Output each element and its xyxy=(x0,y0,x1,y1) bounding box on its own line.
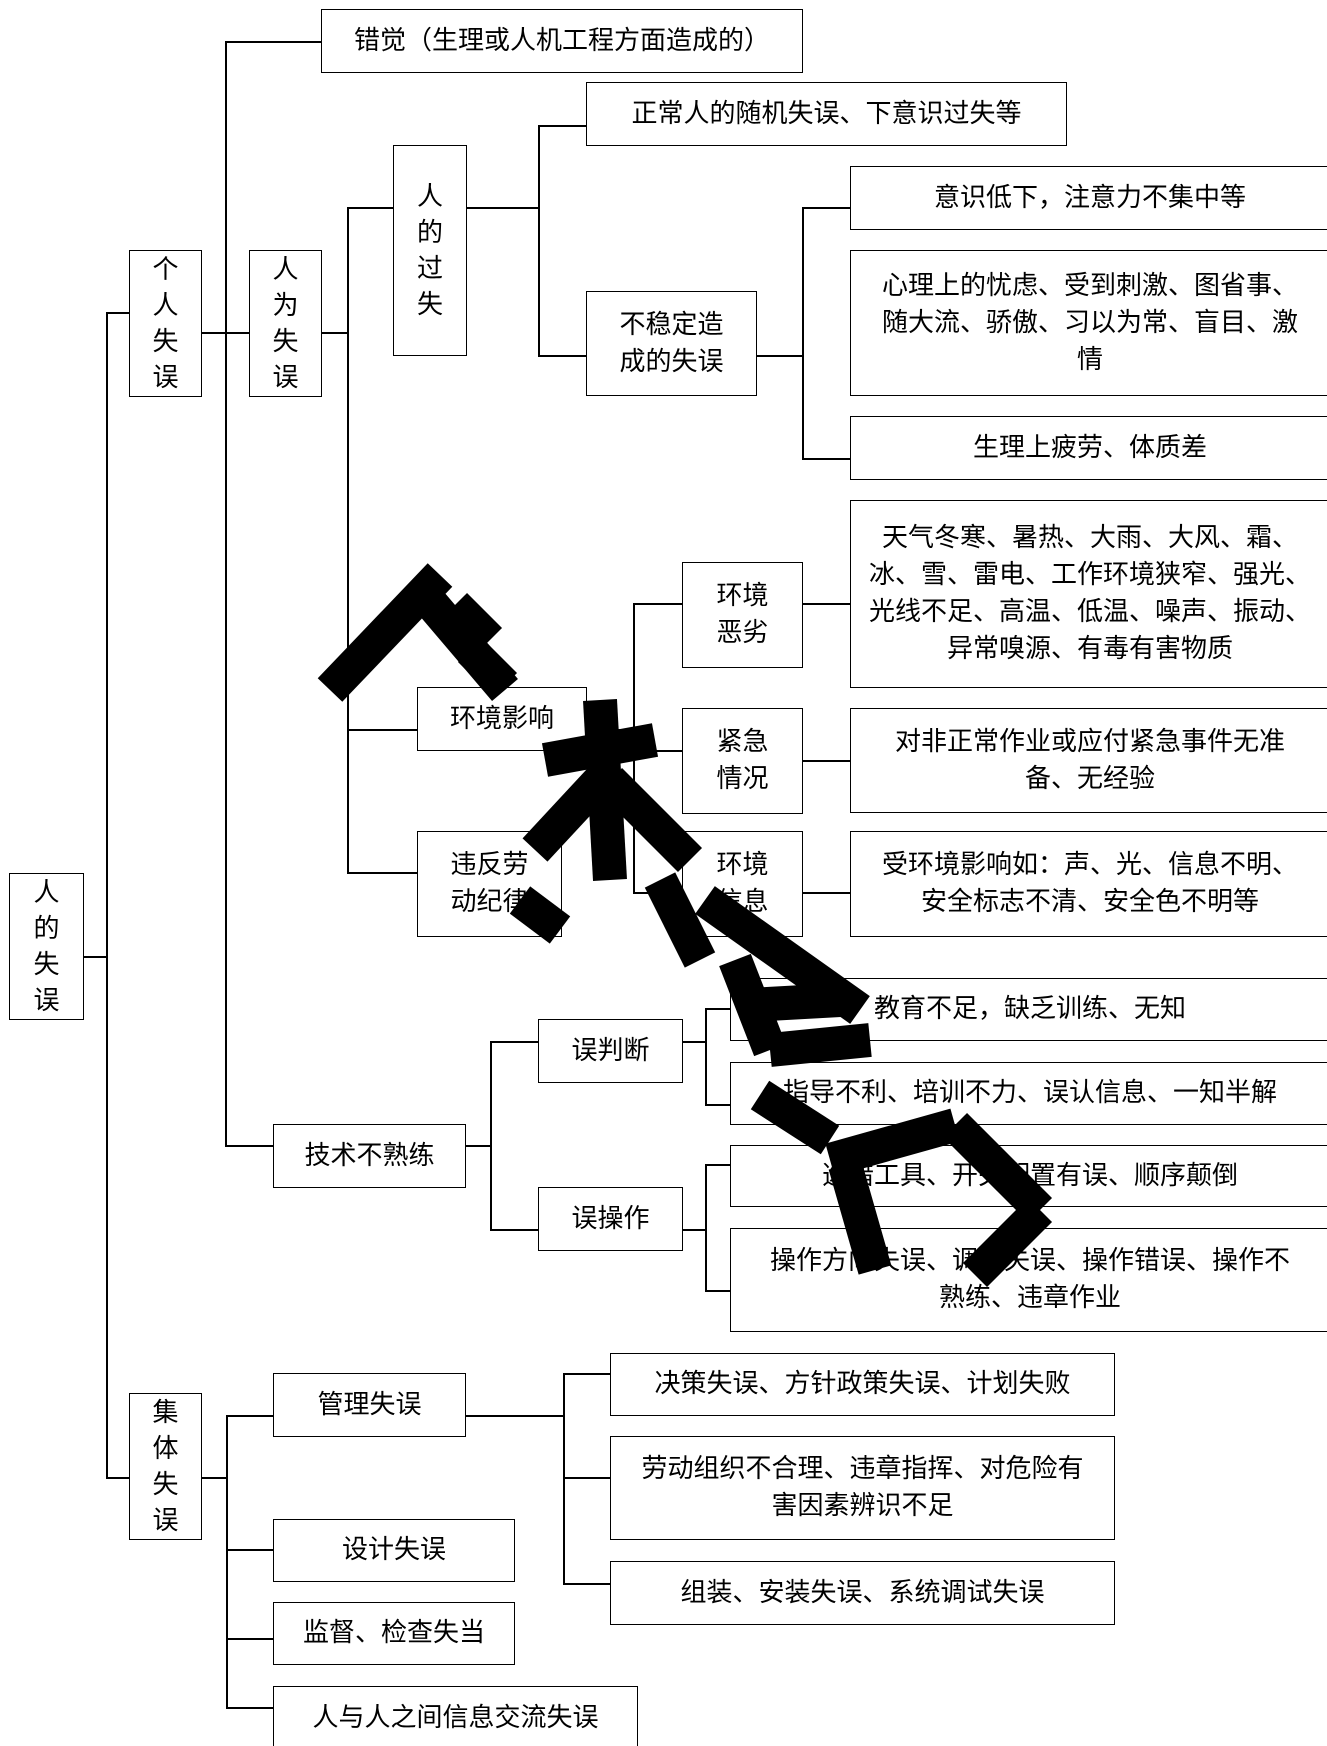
connector-line xyxy=(538,125,540,357)
connector-line xyxy=(347,207,349,873)
connector-line xyxy=(347,872,417,874)
connector-line xyxy=(106,312,108,1477)
connector-line xyxy=(490,1229,538,1231)
communication-error-node: 人与人之间信息交流失误 xyxy=(273,1686,638,1746)
connector-line xyxy=(705,1164,731,1166)
illusion-node: 错觉（生理或人机工程方面造成的） xyxy=(321,9,803,73)
connector-line xyxy=(802,892,850,894)
low-awareness-node: 意识低下，注意力不集中等 xyxy=(850,166,1327,230)
connector-line xyxy=(490,1041,492,1230)
assembly-error-node: 组装、安装失误、系统调试失误 xyxy=(610,1561,1115,1625)
connector-line xyxy=(802,458,850,460)
physiological-node: 生理上疲劳、体质差 xyxy=(850,416,1327,480)
connector-line xyxy=(538,355,586,357)
personal-error-node: 个 人 失 误 xyxy=(129,250,202,397)
connector-line xyxy=(705,1104,731,1106)
emergency-detail-node: 对非正常作业或应付紧急事件无准 备、无经验 xyxy=(850,708,1327,813)
supervision-error-node: 监督、检查失当 xyxy=(273,1602,515,1665)
connector-line xyxy=(705,1008,731,1010)
connector-line xyxy=(106,1477,129,1479)
management-error-node: 管理失误 xyxy=(273,1373,466,1437)
random-error-node: 正常人的随机失误、下意识过失等 xyxy=(586,82,1067,146)
labor-organization-node: 劳动组织不合理、违章指挥、对危险有 害因素辨识不足 xyxy=(610,1436,1115,1540)
connector-line xyxy=(321,332,348,334)
design-error-node: 设计失误 xyxy=(273,1519,515,1582)
collective-error-node: 集 体 失 误 xyxy=(129,1393,202,1540)
connector-line xyxy=(633,603,683,605)
watermark-char-2 xyxy=(509,699,716,968)
connector-line xyxy=(225,1145,273,1147)
connector-line xyxy=(226,1707,274,1709)
misoperation-node: 误操作 xyxy=(538,1187,683,1251)
instability-node: 不稳定造 成的失误 xyxy=(586,291,757,396)
connector-line xyxy=(226,1415,274,1417)
env-info-detail-node: 受环境影响如：声、光、信息不明、 安全标志不清、安全色不明等 xyxy=(850,831,1327,937)
connector-line xyxy=(563,1373,611,1375)
connector-line xyxy=(347,729,417,731)
decision-error-node: 决策失误、方针政策失误、计划失败 xyxy=(610,1353,1115,1416)
connector-line xyxy=(633,750,683,752)
connector-line xyxy=(802,760,850,762)
connector-line xyxy=(201,1477,227,1479)
connector-line xyxy=(705,1290,731,1292)
connector-line xyxy=(465,1415,564,1417)
harsh-env-node: 环境 恶劣 xyxy=(682,562,803,668)
connector-line xyxy=(705,1008,707,1106)
connector-line xyxy=(682,1229,706,1231)
connector-line xyxy=(106,312,129,314)
watermark-char-3 xyxy=(695,886,872,1155)
connector-line xyxy=(756,355,803,357)
connector-line xyxy=(226,1549,274,1551)
connector-line xyxy=(225,41,227,1147)
connector-line xyxy=(465,1145,491,1147)
psychological-node: 心理上的忧虑、受到刺激、图省事、 随大流、骄傲、习以为常、盲目、激 情 xyxy=(850,250,1327,396)
connector-line xyxy=(490,1041,538,1043)
connector-line xyxy=(538,125,586,127)
connector-line xyxy=(563,1583,611,1585)
connector-line xyxy=(802,603,850,605)
connector-line xyxy=(226,1638,274,1640)
negligence-node: 人 的 过 失 xyxy=(393,145,467,356)
misjudgment-node: 误判断 xyxy=(538,1019,683,1083)
connector-line xyxy=(226,1415,228,1708)
connector-line xyxy=(563,1477,611,1479)
connector-line xyxy=(347,207,393,209)
emergency-node: 紧急 情况 xyxy=(682,708,803,814)
unskilled-node: 技术不熟练 xyxy=(273,1124,466,1188)
human-factor-node: 人 为 失 误 xyxy=(249,250,322,397)
connector-line xyxy=(83,956,107,958)
connector-line xyxy=(466,207,539,209)
harsh-env-detail-node: 天气冬寒、暑热、大雨、大风、霜、 冰、雪、雷电、工作环境狭窄、强光、 光线不足、… xyxy=(850,500,1327,688)
connector-line xyxy=(225,41,322,43)
connector-line xyxy=(705,1164,707,1292)
connector-line xyxy=(802,207,804,460)
poor-guidance-node: 指导不利、培训不力、误认信息、一知半解 xyxy=(730,1062,1327,1125)
root-node: 人 的 失 误 xyxy=(9,873,84,1020)
watermark-char-4 xyxy=(825,1108,1053,1288)
connector-line xyxy=(563,1373,565,1585)
connector-line xyxy=(802,207,850,209)
watermark-char-1 xyxy=(317,563,518,702)
connector-line xyxy=(682,1041,706,1043)
